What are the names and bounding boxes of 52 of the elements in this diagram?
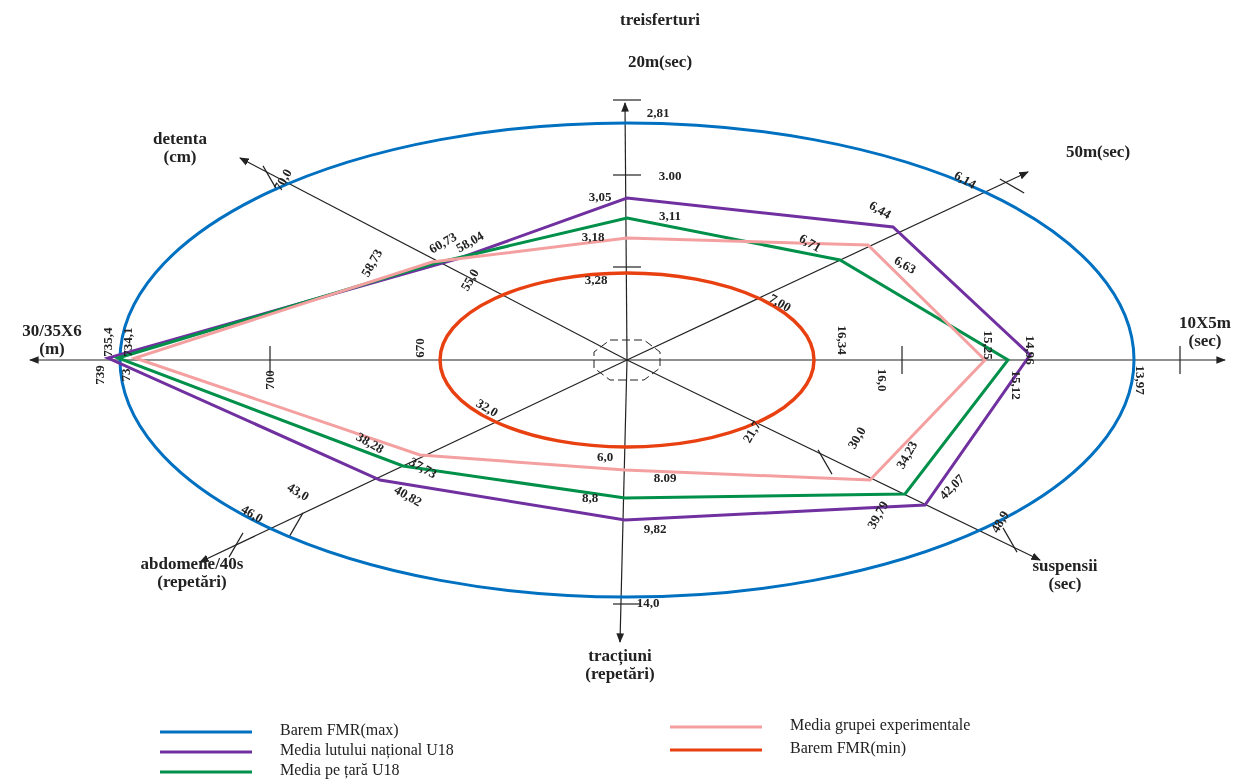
value-label: 3,28: [584, 272, 608, 288]
value-label: 9,82: [643, 521, 667, 537]
value-label: 48,9: [987, 508, 1013, 536]
axis-title: suspensii (sec): [1031, 557, 1099, 593]
value-label: 3.00: [658, 168, 682, 184]
axis-title: 20m(sec): [626, 53, 694, 71]
axis-title: treisferturi: [619, 11, 701, 29]
legend-label: Barem FMR(min): [790, 739, 906, 757]
value-label: 734,1: [120, 327, 136, 357]
value-label: 70,0: [270, 166, 296, 194]
value-label: 8,8: [581, 490, 599, 506]
value-label: 38,28: [353, 428, 387, 458]
value-label: 15,12: [1008, 370, 1024, 400]
value-label: 40,82: [391, 481, 425, 511]
legend-label: Media grupei experimentale: [790, 716, 971, 734]
value-label: 6,14: [951, 167, 979, 193]
axis-title: 10X5m (sec): [1178, 314, 1232, 350]
value-label: 13,97: [1132, 365, 1148, 395]
value-label: 6,71: [796, 230, 824, 256]
value-label: 6,0: [596, 449, 614, 465]
axis-title: tracțiuni (repetări): [584, 647, 656, 683]
value-label: 2,81: [646, 105, 670, 121]
value-label: 46,0: [238, 501, 266, 527]
legend-label: Barem FMR(max): [280, 721, 399, 739]
value-label: 37,73: [406, 453, 440, 483]
value-label: 14,0: [636, 595, 660, 611]
value-label: 14,96: [1022, 335, 1038, 365]
value-label: 32,0: [473, 395, 501, 421]
value-label: 700: [262, 370, 278, 390]
legend-label: Media lutului național U18: [280, 741, 454, 759]
axis-title: 30/35X6 (m): [21, 322, 83, 358]
axis-title: detenta (cm): [152, 130, 208, 166]
value-label: 30,0: [844, 424, 870, 452]
value-label: 15,25: [980, 330, 996, 360]
axis-title: abdomene/40s (repetări): [139, 555, 245, 591]
value-label: 739: [92, 365, 108, 385]
value-label: 16,34: [834, 325, 850, 355]
value-label: 7,00: [766, 290, 794, 316]
value-label: 3,11: [659, 208, 681, 224]
axis-title: 50m(sec): [1064, 143, 1132, 161]
value-label: 55,0: [457, 266, 483, 294]
value-label: 735,4: [100, 327, 116, 357]
legend-label: Media pe țară U18: [280, 761, 400, 779]
value-label: 16,0: [874, 368, 890, 392]
value-label: 73: [118, 368, 134, 382]
value-label: 3,05: [588, 189, 612, 205]
value-label: 670: [412, 338, 428, 358]
value-label: 6,44: [866, 197, 894, 223]
value-label: 6,63: [891, 252, 919, 278]
value-label: 8.09: [653, 470, 677, 486]
value-label: 43,0: [284, 479, 312, 505]
value-label: 3,18: [581, 229, 605, 245]
